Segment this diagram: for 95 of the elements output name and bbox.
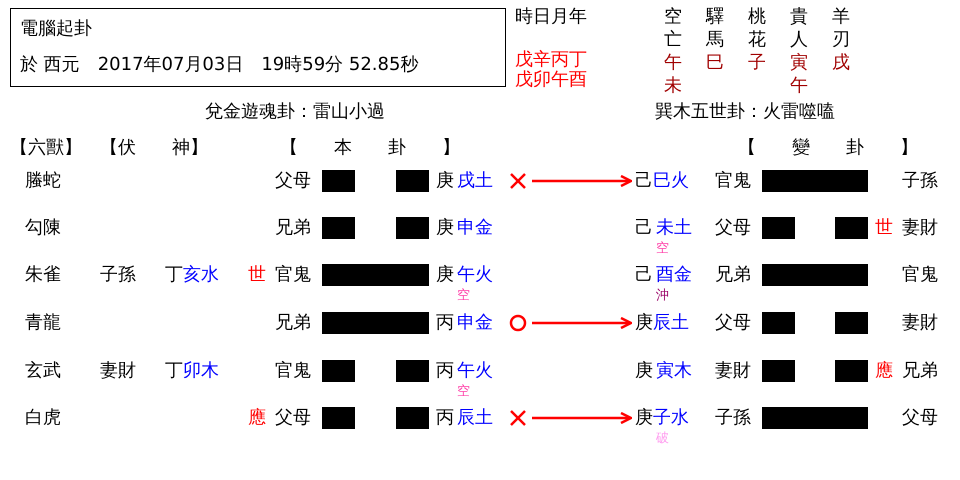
star-heading: 花 [748, 30, 766, 50]
relation-label: 子孫 [100, 265, 136, 285]
star-value: 巳 [706, 53, 724, 73]
changed-line-text: 庚辰土 [635, 313, 689, 333]
column-heading: 【六獸】 [10, 138, 82, 158]
relation-label: 妻財 [715, 361, 751, 381]
relation-label: 子孫 [902, 171, 938, 191]
break-mark: 破 [656, 432, 669, 446]
relation-label: 兄弟 [715, 265, 751, 285]
stem-label: 庚 [635, 361, 653, 381]
relation-label: 兄弟 [902, 361, 938, 381]
star-value: 子 [748, 53, 766, 73]
changed-line-text: 己巳火 [635, 171, 689, 191]
branch-label: 申金 [457, 218, 493, 238]
hexagram-title: 巽木五世卦：火雷噬嗑 [655, 102, 835, 122]
response-marker: 應 [875, 361, 893, 381]
relation-label: 官鬼 [902, 265, 938, 285]
void-mark: 空 [457, 384, 470, 400]
star-heading: 桃 [748, 7, 766, 27]
date-text: 於 西元 2017年07月03日 19時59分 52.85秒 [20, 55, 418, 75]
branch-label: 辰土 [457, 408, 493, 428]
star-heading: 亡 [664, 30, 682, 50]
column-heading: 【 本 卦 】 [280, 138, 460, 158]
animal-label: 白虎 [25, 408, 61, 428]
relation-label: 子孫 [715, 408, 751, 428]
void-mark: 空 [656, 242, 669, 256]
relation-label: 父母 [715, 313, 751, 333]
stem-label: 丁 [165, 361, 183, 381]
stem-label: 庚 [436, 265, 454, 285]
relation-label: 官鬼 [715, 171, 751, 191]
stem-label: 丙 [436, 408, 454, 428]
star-heading: 貴 [790, 7, 808, 27]
stem-label: 己 [635, 218, 653, 238]
star-value: 戌 [832, 53, 850, 73]
branch-text: 戊卯午酉 [515, 70, 587, 90]
branch-label: 亥水 [183, 265, 219, 285]
pillar-heading: 時日月年 [515, 7, 587, 27]
branch-label: 寅木 [656, 361, 692, 381]
animal-label: 朱雀 [25, 265, 61, 285]
stem-label: 丙 [436, 361, 454, 381]
relation-label: 官鬼 [275, 361, 311, 381]
relation-label: 兄弟 [275, 218, 311, 238]
animal-label: 青龍 [25, 313, 61, 333]
star-value: 午 [664, 53, 682, 73]
branch-label: 午火 [457, 265, 493, 285]
star-heading: 刃 [832, 30, 850, 50]
relation-label: 父母 [275, 408, 311, 428]
branch-label: 申金 [457, 313, 493, 333]
circle-mark [508, 313, 528, 333]
relation-label: 父母 [715, 218, 751, 238]
header-title: 電腦起卦 [20, 19, 92, 39]
header-box [10, 8, 506, 87]
star-heading: 空 [664, 7, 682, 27]
arrow [532, 316, 632, 330]
relation-label: 兄弟 [275, 313, 311, 333]
animal-label: 勾陳 [25, 218, 61, 238]
cross-mark [508, 171, 528, 191]
branch-label: 戌土 [457, 171, 493, 191]
stem-label: 庚 [436, 218, 454, 238]
arrow [532, 174, 632, 188]
hexagram-title: 兌金遊魂卦：雷山小過 [205, 102, 385, 122]
column-heading: 【伏 神】 [100, 138, 208, 158]
branch-label: 未土 [656, 218, 692, 238]
response-marker: 應 [248, 408, 266, 428]
star-heading: 驛 [706, 7, 724, 27]
arrow [532, 412, 632, 424]
cross-mark [508, 408, 528, 428]
branch-label: 卯木 [183, 361, 219, 381]
world-marker: 世 [875, 218, 893, 238]
void-mark: 空 [457, 288, 470, 304]
star-heading: 人 [790, 30, 808, 50]
star-value: 寅 [790, 53, 808, 73]
stem-text: 戊辛丙丁 [515, 50, 587, 70]
changed-line-text: 庚子水 [635, 408, 689, 428]
relation-label: 妻財 [902, 218, 938, 238]
stem-label: 丙 [436, 313, 454, 333]
animal-label: 螣蛇 [25, 171, 61, 191]
relation-label: 父母 [275, 171, 311, 191]
column-heading: 【 變 卦 】 [738, 138, 918, 158]
world-marker: 世 [248, 265, 266, 285]
stem-label: 丁 [165, 265, 183, 285]
star-heading: 馬 [706, 30, 724, 50]
branch-label: 酉金 [656, 265, 692, 285]
stem-label: 己 [635, 265, 653, 285]
star-value: 未 [664, 76, 682, 96]
stem-label: 庚 [436, 171, 454, 191]
clash-mark: 沖 [656, 288, 669, 304]
relation-label: 父母 [902, 408, 938, 428]
relation-label: 妻財 [100, 361, 136, 381]
star-heading: 羊 [832, 7, 850, 27]
star-value: 午 [790, 76, 808, 96]
relation-label: 官鬼 [275, 265, 311, 285]
branch-label: 午火 [457, 361, 493, 381]
animal-label: 玄武 [25, 361, 61, 381]
relation-label: 妻財 [902, 313, 938, 333]
